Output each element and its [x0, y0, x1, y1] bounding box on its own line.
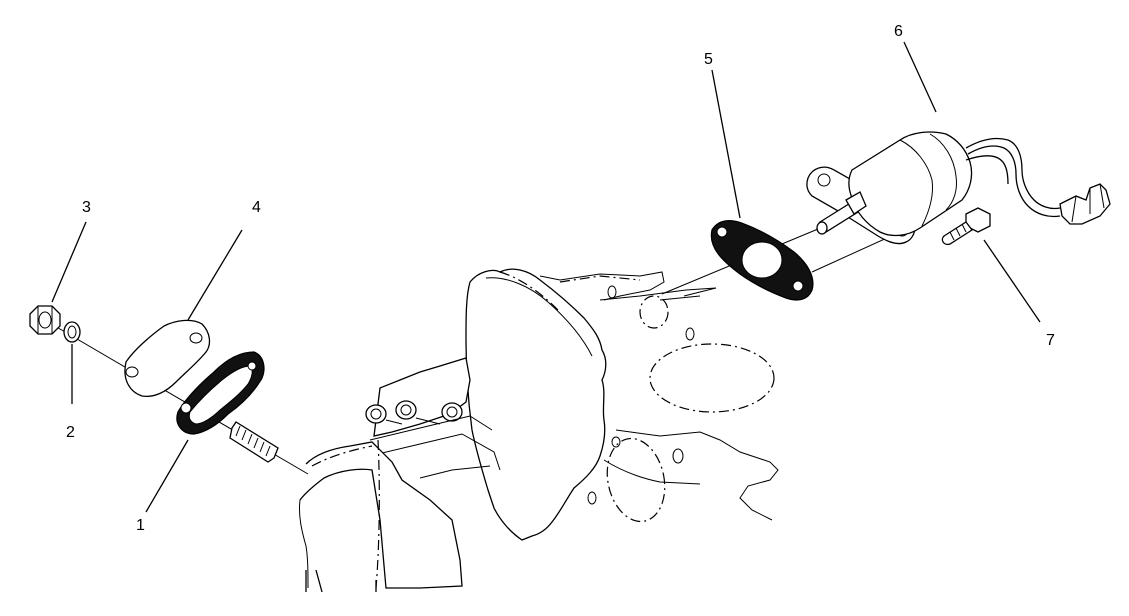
hex-nut: [29, 305, 61, 335]
callout-7: 7: [1046, 332, 1055, 349]
leader-6: [903, 41, 937, 113]
leader-lines: [51, 41, 1041, 513]
leader-3: [51, 221, 87, 303]
cover-plate: [124, 319, 211, 398]
leader-5: [711, 69, 741, 219]
callout-5: 5: [704, 51, 713, 68]
gasket-right: [710, 219, 814, 301]
callout-4: 4: [252, 199, 261, 216]
callout-6: 6: [894, 23, 903, 40]
lock-washer: [63, 321, 81, 343]
callout-1: 1: [136, 517, 145, 534]
leader-4: [187, 229, 243, 321]
callouts: 1 2 3 4 5 6 7: [66, 23, 1055, 534]
gasket-left: [176, 351, 265, 435]
leader-7: [983, 239, 1041, 323]
engine-block: [299, 268, 779, 593]
retaining-screw: [941, 207, 991, 246]
callout-2: 2: [66, 424, 75, 441]
leader-1: [145, 439, 189, 513]
solenoid: [806, 131, 1111, 245]
threaded-stud: [229, 421, 279, 463]
callout-3: 3: [82, 199, 91, 216]
